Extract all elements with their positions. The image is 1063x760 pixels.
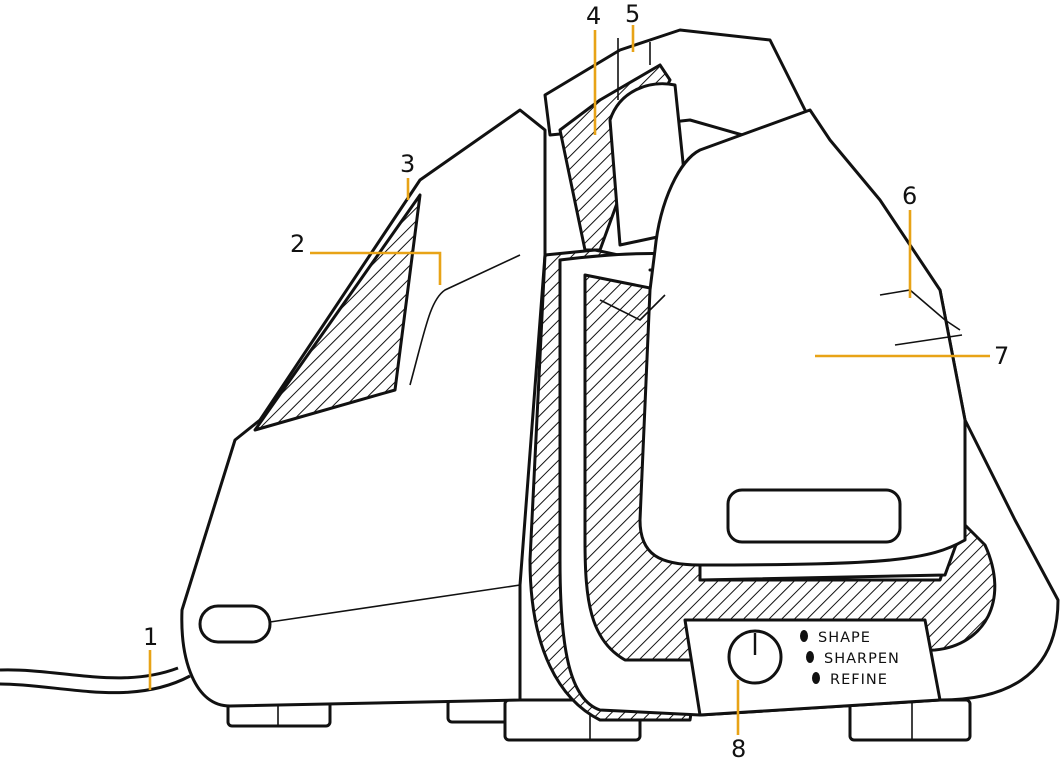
mode-indicator-refine: REFINE — [812, 672, 888, 688]
mode-indicator-list: SHAPE SHARPEN REFINE — [800, 630, 900, 688]
power-cord — [0, 666, 191, 695]
callout-7: 7 — [994, 342, 1009, 370]
callout-6: 6 — [902, 182, 917, 210]
mode-indicator-sharpen: SHARPEN — [806, 651, 900, 667]
rear-button — [198, 604, 272, 644]
callout-5: 5 — [625, 0, 640, 28]
control-panel: SHAPE SHARPEN REFINE — [683, 618, 942, 717]
top-guide — [543, 28, 822, 252]
power-button[interactable] — [727, 629, 783, 685]
callout-8: 8 — [731, 735, 746, 760]
leader-lines — [148, 25, 990, 735]
mode-indicator-shape: SHAPE — [800, 630, 871, 646]
front-slot — [726, 488, 902, 544]
leader-2 — [310, 251, 442, 285]
callout-3: 3 — [400, 150, 415, 178]
callout-2: 2 — [290, 230, 305, 258]
rear-housing — [180, 108, 547, 708]
callout-4: 4 — [586, 2, 601, 30]
callout-1: 1 — [143, 623, 158, 651]
front-housing — [558, 108, 1060, 717]
callout-numbers: 1 2 3 4 5 6 7 8 — [143, 0, 1009, 760]
mode-label-sharpen: SHARPEN — [824, 651, 900, 667]
mode-label-refine: REFINE — [830, 672, 888, 688]
mode-label-shape: SHAPE — [818, 630, 871, 646]
